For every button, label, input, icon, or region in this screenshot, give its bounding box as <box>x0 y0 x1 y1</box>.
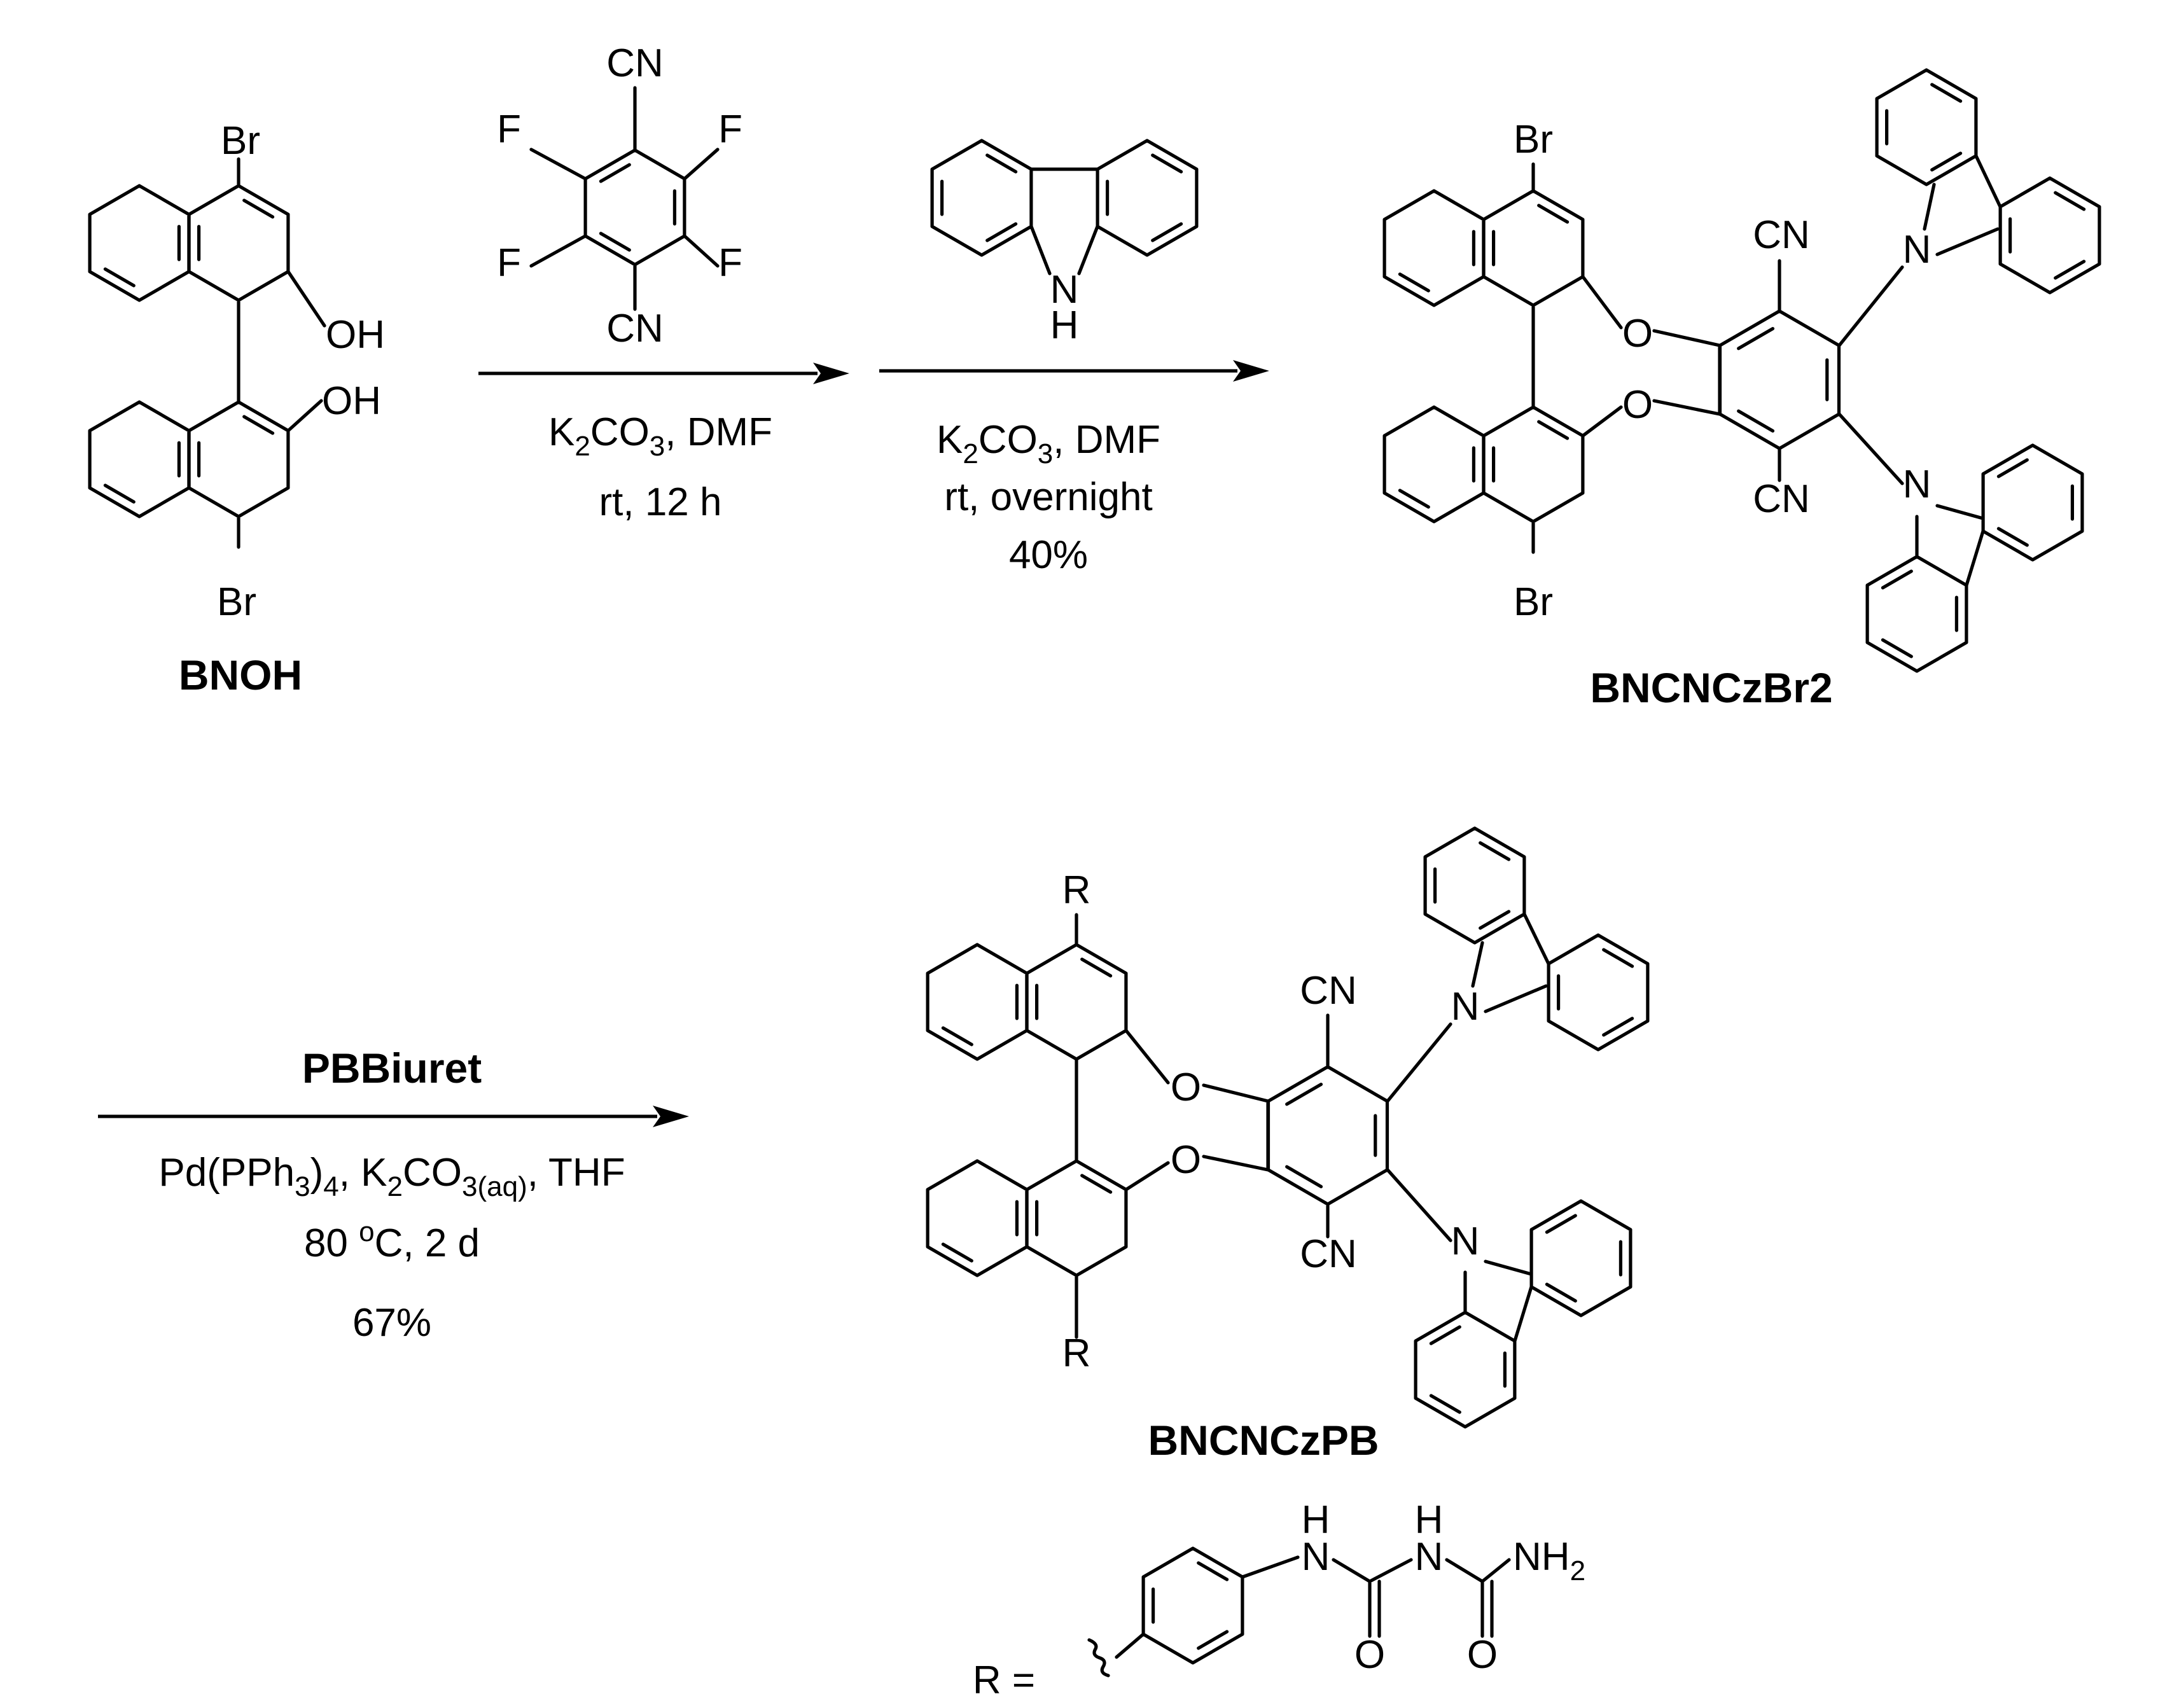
atom-br: Br <box>1514 580 1553 624</box>
atom-o: O <box>1622 312 1653 356</box>
reagent-tetrafluoroterephthalonitrile: CN F F F F CN <box>497 41 742 351</box>
atom-r: R <box>1062 868 1091 912</box>
atom-br: Br <box>1514 118 1553 162</box>
atom-n: N <box>1903 228 1932 272</box>
atom-h: H <box>1050 303 1079 347</box>
conditions-step-1-line-1: K2CO3, DMF <box>548 410 772 462</box>
compound-bnoh: Br OH OH Br BNOH <box>179 119 385 698</box>
atom-br: Br <box>217 580 256 624</box>
atom-f: F <box>497 241 521 285</box>
reaction-arrow-2 <box>879 360 1269 382</box>
atom-cn: CN <box>606 307 664 351</box>
conditions-step-2-line-1: K2CO3, DMF <box>936 418 1160 469</box>
atom-oh: OH <box>326 313 385 357</box>
bond-lines <box>88 68 2101 1677</box>
atom-o: O <box>1354 1633 1385 1677</box>
yield-step-3: 67% <box>352 1301 431 1345</box>
atom-o: O <box>1467 1633 1498 1677</box>
atom-n: N <box>1415 1535 1444 1579</box>
atom-o: O <box>1171 1066 1201 1109</box>
reagent-label-pbbiuret: PBBiuret <box>302 1045 482 1092</box>
compound-bncnczbr2: Br O O CN CN N N Br BNCNCzBr2 <box>1514 118 1931 711</box>
atom-br: Br <box>221 119 260 163</box>
atom-f: F <box>718 241 742 285</box>
atom-cn: CN <box>1753 213 1810 257</box>
bond-path <box>88 68 2101 1677</box>
compound-bncnczpb: R O O CN CN N N R BNCNCzPB <box>1062 868 1480 1464</box>
atom-cn: CN <box>1300 1232 1357 1276</box>
atom-nh2: NH2 <box>1513 1535 1585 1586</box>
conditions-step-3-line-1: Pd(PPh3)4, K2CO3(aq), THF <box>158 1151 625 1202</box>
reaction-arrow-1 <box>478 363 849 384</box>
atom-f: F <box>497 108 521 151</box>
atom-h: H <box>1415 1498 1444 1542</box>
atom-o: O <box>1622 383 1653 427</box>
atom-n: N <box>1451 985 1480 1029</box>
atom-cn: CN <box>1753 477 1810 521</box>
atom-f: F <box>718 108 742 151</box>
atom-n: N <box>1302 1535 1330 1579</box>
atom-o: O <box>1171 1138 1201 1182</box>
reagent-carbazole: N H <box>1050 268 1079 347</box>
atom-cn: CN <box>1300 969 1357 1013</box>
atom-n: N <box>1451 1219 1480 1263</box>
atom-r: R <box>1062 1331 1091 1375</box>
r-group-definition: R = H N H N NH2 O O <box>973 1498 1585 1702</box>
atom-oh: OH <box>322 379 381 423</box>
compound-label-bncnczbr2: BNCNCzBr2 <box>1590 664 1832 711</box>
atom-h: H <box>1302 1498 1330 1542</box>
r-equals-label: R = <box>973 1658 1035 1702</box>
conditions-step-3-line-2: 80 oC, 2 d <box>304 1216 480 1265</box>
compound-label-bncnczpb: BNCNCzPB <box>1148 1417 1379 1464</box>
yield-step-2: 40% <box>1009 533 1088 577</box>
conditions-step-2-line-2: rt, overnight <box>944 475 1152 519</box>
atom-cn: CN <box>606 41 664 85</box>
atom-n: N <box>1903 462 1932 506</box>
atom-n: N <box>1050 268 1079 312</box>
reaction-arrow-3 <box>98 1106 689 1127</box>
conditions-step-1-line-2: rt, 12 h <box>599 480 722 524</box>
compound-label-bnoh: BNOH <box>179 651 302 698</box>
